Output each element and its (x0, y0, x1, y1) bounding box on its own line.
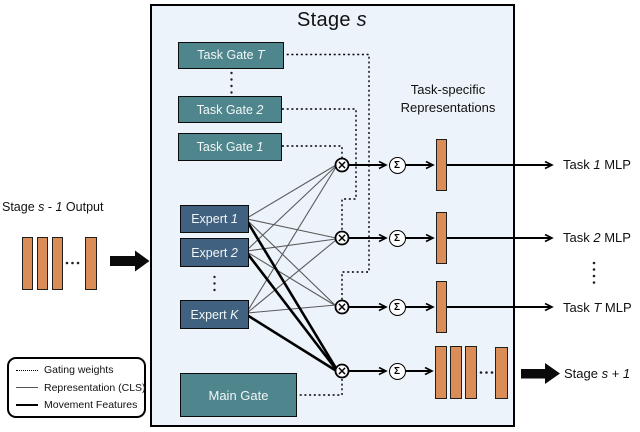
output-label-task-2: Task 2 MLP (563, 230, 631, 245)
expert-K-box: Expert K (180, 300, 249, 329)
sum-icon: Σ (388, 156, 406, 174)
expert-1-box: Expert 1 (180, 205, 249, 233)
task-gate-1-box: Task Gate 1 (178, 133, 282, 161)
input-bar (51, 237, 63, 290)
output-label-task-T: Task T MLP (563, 300, 632, 315)
input-bar (21, 237, 33, 290)
input-bar (36, 237, 48, 290)
task-gate-T-box: Task Gate T (178, 41, 284, 69)
task-T-representation-bar (436, 281, 447, 333)
expert-2-box: Expert 2 (180, 238, 249, 267)
thin-line-sample-icon (16, 387, 38, 388)
dotted-line-sample-icon (16, 369, 38, 371)
legend-item-gating-weights: Gating weights (16, 364, 137, 376)
next-stage-label: Stage s + 1 (564, 366, 631, 381)
stage-output-bar (495, 347, 508, 399)
main-gate-box: Main Gate (180, 373, 297, 417)
stage-output-bar (450, 346, 462, 399)
sum-icon: Σ (388, 298, 406, 316)
sum-icon: Σ (388, 229, 406, 247)
output-label-task-1: Task 1 MLP (563, 157, 631, 172)
input-bar (85, 237, 97, 290)
task-2-representation-bar (436, 212, 447, 264)
stage-output-bar (465, 346, 477, 399)
legend-item-representation: Representation (CLS) (16, 382, 146, 394)
legend-item-movement-features: Movement Features (16, 399, 137, 411)
thick-line-sample-icon (16, 404, 38, 406)
sum-icon: Σ (388, 362, 406, 380)
stage-output-bar (435, 346, 447, 399)
task-1-representation-bar (436, 139, 447, 191)
task-gate-2-box: Task Gate 2 (178, 96, 282, 123)
legend: Gating weights Representation (CLS) Move… (7, 357, 146, 418)
stage-title: Stage s (297, 9, 367, 31)
input-label: Stage s - 1 Output (2, 200, 104, 214)
task-specific-representations-heading: Task-specific Representations (400, 82, 496, 116)
